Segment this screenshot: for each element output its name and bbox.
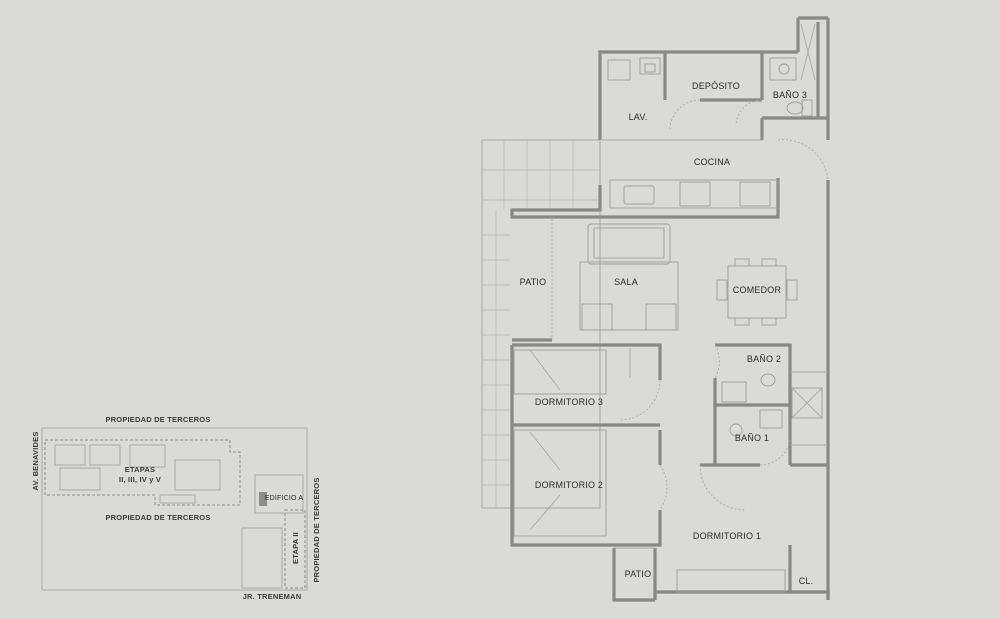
room-label-dormitorio3: DORMITORIO 3 xyxy=(535,397,603,407)
room-label-patio-bottom: PATIO xyxy=(625,569,652,579)
room-label-lav: LAV. xyxy=(629,112,648,122)
room-label-dormitorio2: DORMITORIO 2 xyxy=(535,480,603,490)
site-label-etapas-list: II, III, IV y V xyxy=(119,475,161,484)
room-label-patio-top: PATIO xyxy=(520,277,547,287)
room-label-bano1: BAÑO 1 xyxy=(735,433,769,443)
furniture xyxy=(513,23,823,593)
edificio-a-marker xyxy=(259,492,267,506)
room-label-deposito: DEPÓSITO xyxy=(692,81,740,91)
room-label-sala: SALA xyxy=(614,277,638,287)
site-label-etapa2: ETAPA II xyxy=(291,532,300,564)
site-label-edificio: EDIFICIO A xyxy=(265,495,304,502)
room-label-comedor: COMEDOR xyxy=(733,285,782,295)
room-label-closet: CL. xyxy=(799,576,814,586)
room-labels: DEPÓSITO BAÑO 3 LAV. COCINA PATIO SALA C… xyxy=(520,81,814,586)
site-label-middle-neighbor: PROPIEDAD DE TERCEROS xyxy=(105,513,210,522)
room-label-cocina: COCINA xyxy=(694,157,730,167)
site-label-right-neighbor: PROPIEDAD DE TERCEROS xyxy=(312,477,321,582)
site-label-left-street: AV. BENAVIDES xyxy=(31,431,40,490)
site-label-bottom-street: JR. TRENEMAN xyxy=(243,592,302,601)
site-plan: PROPIEDAD DE TERCEROS PROPIEDAD DE TERCE… xyxy=(31,415,321,601)
room-label-dormitorio1: DORMITORIO 1 xyxy=(693,531,761,541)
site-label-etapas-title: ETAPAS xyxy=(125,465,156,474)
doors-and-thin-lines xyxy=(602,99,829,549)
site-label-top-neighbor: PROPIEDAD DE TERCEROS xyxy=(105,415,210,424)
walls xyxy=(510,16,830,602)
room-label-bano3: BAÑO 3 xyxy=(773,90,807,100)
room-label-bano2: BAÑO 2 xyxy=(747,354,781,364)
patio-tiles xyxy=(481,139,601,509)
